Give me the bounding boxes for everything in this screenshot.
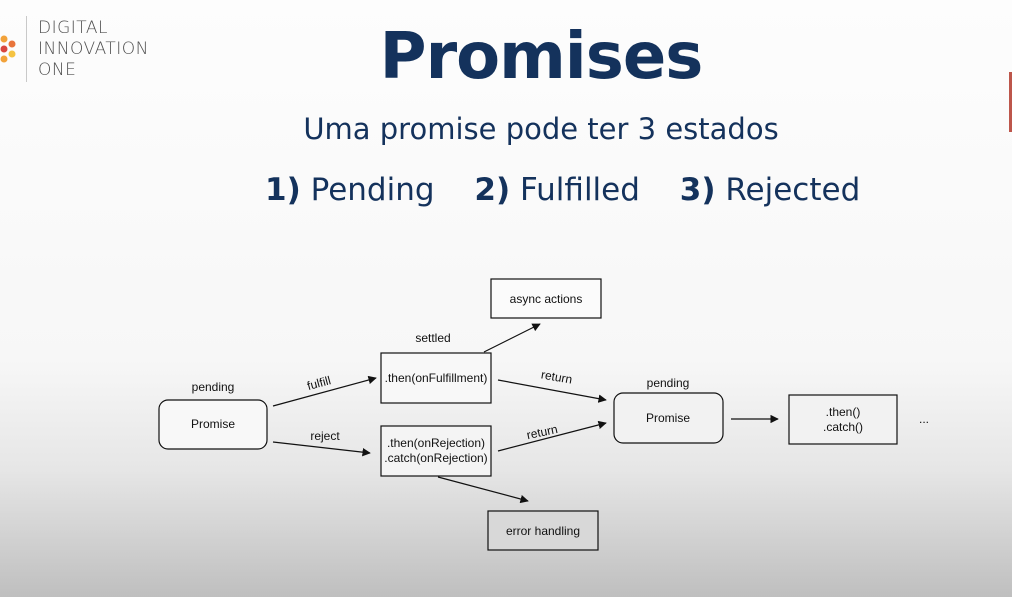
logo-divider [26, 16, 27, 82]
promise-left-label: Promise [191, 417, 235, 431]
return-top-arrow [497, 379, 607, 403]
return-bottom-arrow [497, 420, 607, 452]
slide-title: Promises [379, 20, 704, 94]
pending-right-label: pending [647, 376, 690, 390]
then-rejection-box [380, 425, 492, 477]
settled-label: settled [415, 331, 450, 345]
pending-left-label: pending [192, 380, 235, 394]
return-bottom-label: return [525, 422, 559, 442]
edge-accent [1009, 72, 1012, 132]
state-label: Fulfilled [520, 172, 640, 208]
catch-call-label: .catch() [823, 420, 863, 434]
logo-wordmark: DIGITAL INNOVATION ONE [38, 18, 149, 81]
then-rejection-label: .then(onRejection) [387, 436, 485, 450]
logo-line-2: INNOVATION [38, 39, 149, 59]
then-call-label: .then() [826, 405, 861, 419]
state-number: 2) [474, 172, 511, 208]
state-item-rejected: 3) Rejected [680, 172, 860, 208]
logo-dots-icon [0, 35, 16, 63]
state-item-fulfilled: 2) Fulfilled [474, 172, 640, 208]
error-handling-arrow [437, 476, 529, 504]
state-number: 3) [679, 172, 716, 208]
reject-label: reject [310, 429, 340, 443]
fulfill-label: fulfill [306, 373, 333, 393]
then-fulfillment-label: .then(onFulfillment) [385, 371, 488, 385]
brand-logo: DIGITAL INNOVATION ONE [0, 16, 180, 86]
state-number: 1) [265, 172, 301, 208]
fulfill-arrow [272, 375, 377, 407]
ellipsis-label: ... [919, 412, 929, 426]
error-handling-box [487, 510, 599, 551]
return-top-label: return [540, 367, 573, 386]
promise-states: 1) Pending 2) Fulfilled 3) Rejected [265, 172, 890, 208]
promise-left-box [158, 399, 268, 450]
state-item-pending: 1) Pending [265, 172, 435, 208]
async-actions-label: async actions [510, 292, 583, 306]
error-handling-label: error handling [506, 524, 580, 538]
then-catch-box [788, 394, 898, 445]
async-actions-box [490, 278, 602, 319]
then-fulfillment-box [380, 352, 492, 404]
slide-subtitle: Uma promise pode ter 3 estados [303, 112, 779, 146]
settled-async-arrow [483, 323, 541, 353]
state-label: Rejected [725, 172, 861, 208]
reject-arrow [272, 441, 371, 457]
promise-right-label: Promise [646, 411, 690, 425]
promise-right-box [613, 392, 724, 444]
logo-line-3: ONE [38, 60, 77, 80]
catch-rejection-label: .catch(onRejection) [384, 451, 487, 465]
logo-line-1: DIGITAL [38, 18, 108, 38]
state-label: Pending [310, 172, 435, 208]
